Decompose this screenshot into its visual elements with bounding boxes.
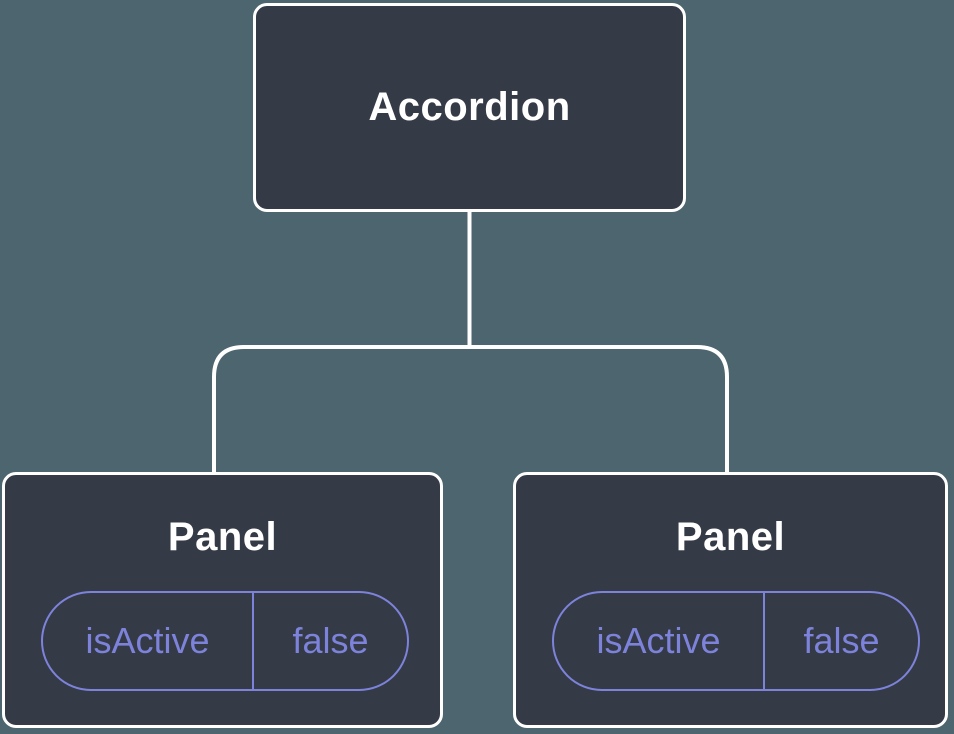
panel-node-left: Panel isActive false [2, 472, 443, 728]
accordion-node-label: Accordion [368, 85, 571, 129]
state-key: isActive [43, 593, 255, 689]
panel-node-label: Panel [675, 515, 786, 559]
state-pill: isActive false [552, 591, 920, 691]
panel-node-label: Panel [167, 515, 278, 559]
state-value: false [803, 620, 880, 661]
state-pill: isActive false [41, 591, 409, 691]
branch-line [212, 345, 729, 476]
state-value: false [292, 620, 369, 661]
panel-node-right: Panel isActive false [513, 472, 948, 728]
state-key: isActive [554, 593, 766, 689]
accordion-node: Accordion [253, 3, 686, 212]
